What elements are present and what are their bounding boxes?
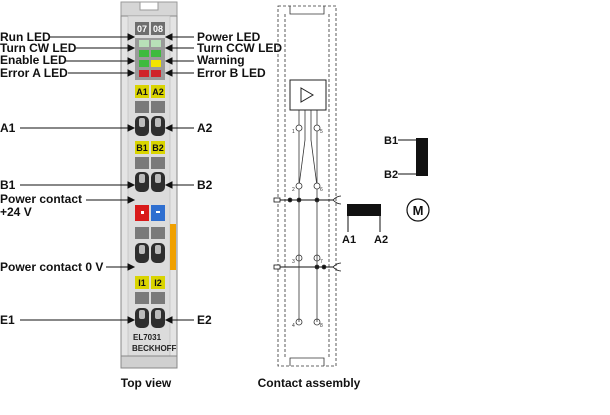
label-run-led: Run LED (0, 30, 51, 44)
contact-slot (135, 101, 149, 113)
assembly-bottom-notch (289, 357, 325, 366)
tag-b1: B1 (136, 143, 148, 153)
tag-a2: A2 (152, 87, 164, 97)
power-contact-blue-marker (156, 211, 160, 213)
label-power-contact-24v-line1: Power contact (0, 192, 82, 206)
led-enable (139, 60, 149, 67)
assembly-driver-block (289, 79, 327, 111)
motor-coil-a: A1 A2 (342, 204, 388, 246)
tag-b2: B2 (152, 143, 164, 153)
assembly-frame (277, 5, 337, 367)
pin-label: 3 (292, 259, 295, 265)
label-coil-a1: A1 (342, 234, 356, 246)
label-e2: E2 (197, 313, 212, 327)
contact-slot (151, 157, 165, 169)
contact-spring (155, 310, 161, 319)
tag-a1-bg (135, 85, 149, 98)
label-turn-ccw-led: Turn CCW LED (197, 41, 282, 55)
motor-letter: M (413, 203, 424, 218)
led-turn-cw (139, 50, 149, 57)
led-power (151, 40, 161, 47)
label-turn-cw-led: Turn CW LED (0, 41, 77, 55)
tag-b2-bg (151, 141, 165, 154)
led-error-a (139, 70, 149, 77)
terminal-model: EL7031 (133, 333, 162, 342)
terminal-base (120, 355, 178, 369)
tag-a2-bg (151, 85, 165, 98)
tag-i1: I1 (138, 278, 146, 288)
contact-spring (155, 118, 161, 127)
led-run (139, 40, 149, 47)
number-07: 07 (137, 24, 147, 34)
coil-b-winding (416, 138, 428, 176)
contact-slot (151, 227, 165, 239)
label-b2: B2 (197, 178, 213, 192)
tag-i1-bg (135, 276, 149, 289)
label-enable-led: Enable LED (0, 53, 67, 67)
pin-label: 1 (292, 129, 295, 135)
terminal-clip-notch (139, 1, 159, 11)
contact-spring (139, 174, 145, 183)
labels-right (164, 33, 194, 324)
driver-triangle-icon (300, 87, 314, 103)
contact-spring (155, 174, 161, 183)
tag-i2: I2 (154, 278, 162, 288)
led-turn-ccw (151, 50, 161, 57)
label-coil-b1: B1 (384, 135, 398, 147)
contact-slot (151, 292, 165, 304)
pin-label: 8 (320, 323, 323, 329)
label-e1: E1 (0, 313, 15, 327)
tag-i2-bg (151, 276, 165, 289)
label-power-led: Power LED (197, 30, 261, 44)
tag-b1-bg (135, 141, 149, 154)
labels-left (20, 33, 136, 324)
pin-label: 7 (320, 259, 323, 265)
terminal-brand: BECKHOFF (132, 344, 177, 353)
label-warning: Warning (197, 53, 245, 67)
led-error-b (151, 70, 161, 77)
label-error-b-led: Error B LED (197, 66, 266, 80)
contact-assembly (273, 5, 342, 367)
power-contact-red-marker (141, 211, 144, 214)
pin-label: 6 (320, 187, 323, 193)
contact-spring (139, 118, 145, 127)
contact-slot (135, 227, 149, 239)
label-a2: A2 (197, 121, 213, 135)
motor-icon (406, 198, 430, 222)
contact-spring (139, 310, 145, 319)
number-box-07 (135, 22, 149, 35)
tag-a1: A1 (136, 87, 148, 97)
label-error-a-led: Error A LED (0, 66, 68, 80)
contact-spring (139, 245, 145, 254)
pin-label: 5 (320, 129, 323, 135)
motor-coil-b: B1 B2 (384, 135, 428, 181)
label-coil-b2: B2 (384, 169, 398, 181)
contact-slot (135, 157, 149, 169)
pin-label: 2 (292, 187, 295, 193)
number-box-08 (151, 22, 165, 35)
label-power-contact-0v: Power contact 0 V (0, 260, 103, 274)
coil-a-winding (347, 204, 381, 216)
assembly-top-notch (289, 6, 325, 15)
label-a1: A1 (0, 121, 16, 135)
side-latch-orange (170, 224, 176, 270)
led-warning (151, 60, 161, 67)
label-power-contact-24v-line2: +24 V (0, 205, 32, 219)
contact-spring (155, 245, 161, 254)
caption-contact-assembly: Contact assembly (258, 376, 361, 390)
number-08: 08 (153, 24, 163, 34)
caption-top-view: Top view (121, 376, 172, 390)
pin-label: 4 (292, 323, 295, 329)
contact-slot (151, 101, 165, 113)
label-coil-a2: A2 (374, 234, 388, 246)
contact-slot (135, 292, 149, 304)
label-b1: B1 (0, 178, 16, 192)
motor-symbol: M (406, 198, 430, 222)
